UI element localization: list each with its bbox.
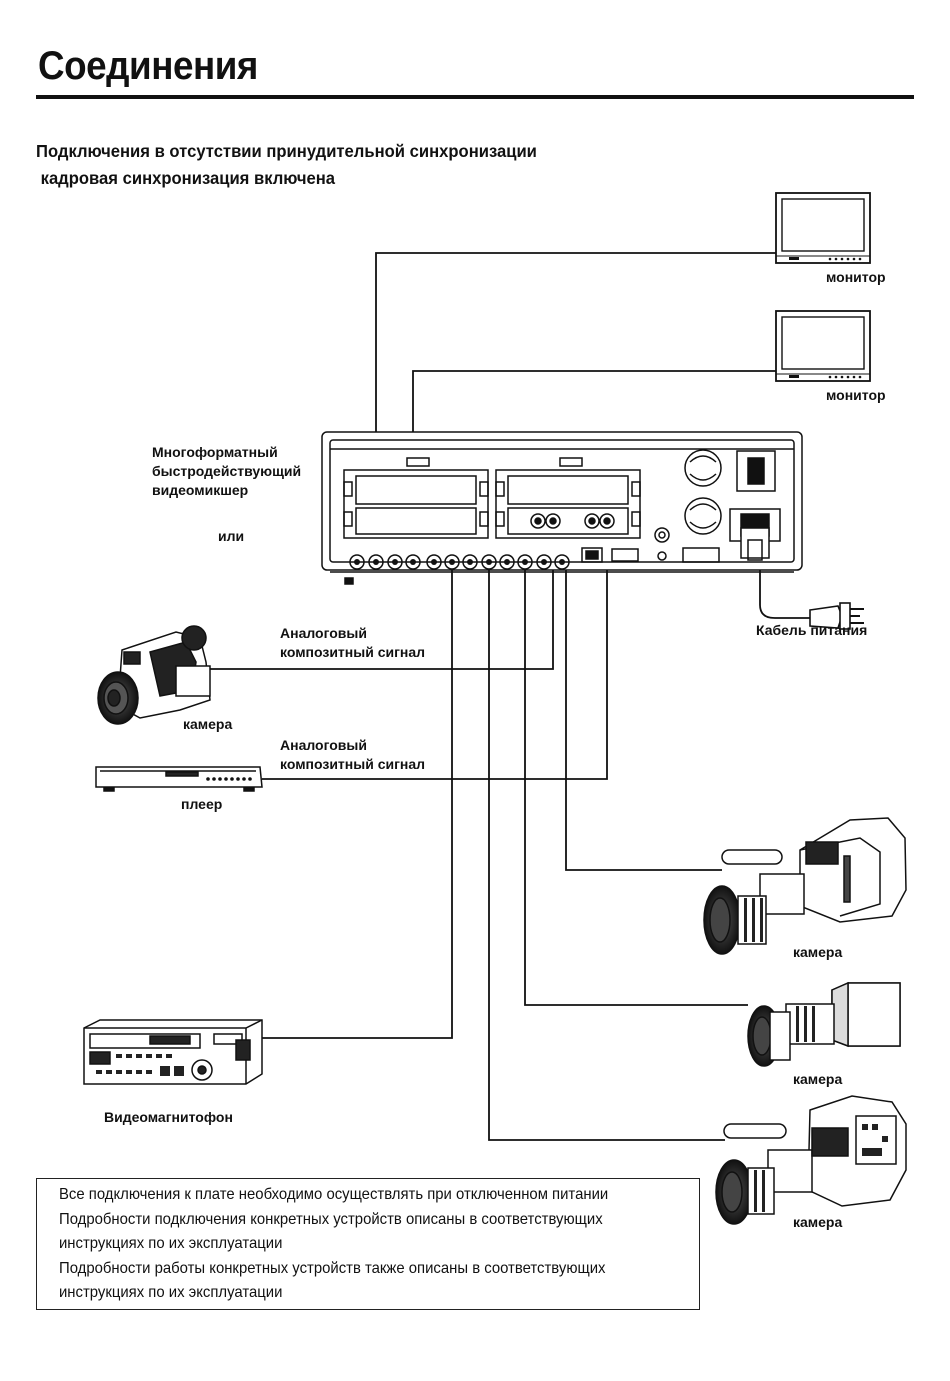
monitor-2-device [775,310,871,382]
vtr-label: Видеомагнитофон [104,1109,233,1125]
monitor-1-label: монитор [826,269,886,285]
power-plug [809,602,864,630]
analog-signal-label-2-line-1: Аналоговый [280,737,367,753]
title-rule [36,95,914,99]
switcher-label-line-2: быстродействующий [152,463,302,479]
studio-camera-3-device [715,1095,907,1225]
wire-studio-camera-3 [488,563,725,1141]
connection-wires [210,252,810,1141]
analog-signal-label-2-line-2: композитный сигнал [280,756,426,772]
studio-camera-1-label: камера [793,944,843,960]
subtitle-line-1: Подключения в отсутствии принудительной … [36,141,537,161]
subtitle-line-2: кадровая синхронизация включена [36,168,336,188]
switcher-label-line-1: Многоформатный [152,444,278,460]
studio-camera-3-label: камера [793,1214,843,1230]
player-device [95,766,263,792]
note-line-5: инструкциях по их эксплуатации [59,1284,283,1301]
note-line-1: Все подключения к плате необходимо осуще… [59,1186,609,1203]
switcher-or-label: или [218,528,245,544]
handheld-camera-device [97,625,211,725]
camera-handheld-label: камера [183,716,233,732]
analog-signal-label-1-line-2: композитный сигнал [280,644,426,660]
note-line-2: Подробности подключения конкретных устро… [59,1210,603,1228]
wire-power [759,560,810,619]
analog-signal-label-1: Аналоговый композитный сигнал [280,624,425,662]
monitor-1-device [775,192,871,264]
note-line-4: Подробности работы конкретных устройств … [59,1259,606,1277]
studio-camera-2-label: камера [793,1071,843,1087]
wire-studio-camera-2 [524,563,748,1006]
power-cable-label: Кабель питания [756,622,868,638]
note-line-3: инструкциях по их эксплуатации [59,1235,283,1252]
notes-box: Все подключения к плате необходимо осуще… [36,1178,700,1310]
studio-camera-1-device [703,817,907,955]
analog-signal-label-1-line-1: Аналоговый [280,625,367,641]
wire-player [262,523,608,780]
switcher-label-line-3: видеомикшер [152,482,249,498]
switcher-label: Многоформатный быстродействующий видеоми… [152,443,301,500]
wire-vtr [262,563,453,1039]
switcher-device [321,431,803,585]
vtr-device [83,1019,263,1085]
page-title: Соединения [38,44,258,88]
studio-camera-2-device [747,981,901,1067]
analog-signal-label-2: Аналоговый композитный сигнал [280,736,425,774]
monitor-2-label: монитор [826,387,886,403]
wire-handheld-camera [210,563,554,670]
subtitle: Подключения в отсутствии принудительной … [36,138,537,192]
wire-studio-camera-1 [565,563,722,871]
player-label: плеер [181,796,223,812]
